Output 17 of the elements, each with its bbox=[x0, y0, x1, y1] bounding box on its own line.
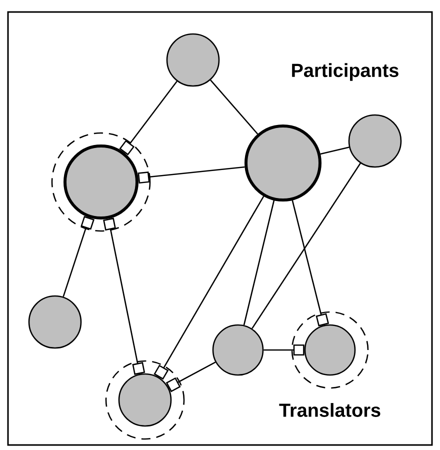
connector bbox=[243, 200, 275, 326]
connector bbox=[119, 80, 178, 156]
circle-node bbox=[212, 324, 264, 376]
connector bbox=[138, 166, 245, 184]
circle-node bbox=[348, 114, 402, 168]
circle-node bbox=[64, 144, 138, 220]
circle-node bbox=[28, 295, 82, 349]
group-label: Participants bbox=[292, 63, 398, 81]
connector bbox=[252, 162, 361, 329]
circle-node bbox=[244, 124, 322, 202]
connector bbox=[210, 80, 258, 134]
circle-node bbox=[304, 324, 356, 376]
connector bbox=[320, 146, 350, 155]
circle-node bbox=[118, 373, 172, 427]
group-label: Translators bbox=[279, 403, 380, 417]
circle-node bbox=[166, 33, 220, 87]
connector bbox=[264, 344, 304, 356]
